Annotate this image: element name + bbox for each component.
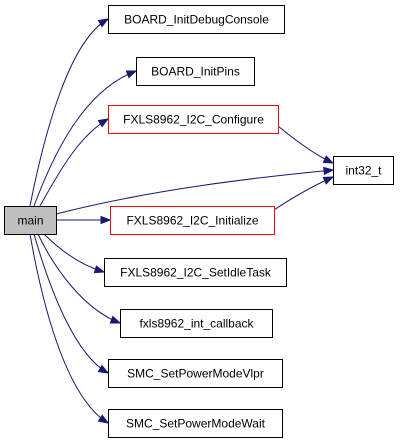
edge-line xyxy=(29,233,109,424)
edge-line xyxy=(33,233,109,374)
node-wait[interactable]: SMC_SetPowerModeWait xyxy=(108,409,283,438)
edges-layer xyxy=(29,18,335,424)
edge-initialize-to-int32 xyxy=(273,176,335,211)
edge-line xyxy=(33,70,137,207)
node-box[interactable] xyxy=(108,359,283,388)
node-box[interactable] xyxy=(108,409,283,438)
edge-main-to-initialize xyxy=(56,215,112,225)
node-configure[interactable]: FXLS8962_I2C_Configure xyxy=(108,105,279,134)
edge-main-to-int32 xyxy=(55,166,335,215)
node-label: BOARD_InitPins xyxy=(151,65,240,79)
edge-main-to-wait xyxy=(29,233,110,424)
node-idletask[interactable]: FXLS8962_I2C_SetIdleTask xyxy=(104,258,287,287)
arrowhead-icon xyxy=(323,166,335,176)
arrowhead-icon xyxy=(322,155,335,164)
arrowhead-icon xyxy=(97,18,110,28)
node-board_console[interactable]: BOARD_InitDebugConsole xyxy=(108,5,285,34)
arrowhead-icon xyxy=(109,315,122,324)
node-box[interactable] xyxy=(108,105,279,134)
node-board_pins[interactable]: BOARD_InitPins xyxy=(136,57,255,86)
edge-line xyxy=(55,169,334,215)
edge-main-to-vlpr xyxy=(33,233,110,374)
edge-main-to-idletask xyxy=(43,233,106,274)
edge-configure-to-int32 xyxy=(277,125,335,164)
arrowhead-icon xyxy=(97,414,110,424)
edge-line xyxy=(39,118,109,207)
node-box[interactable] xyxy=(136,57,255,86)
edge-main-to-configure xyxy=(39,118,110,207)
edge-main-to-board_pins xyxy=(33,70,138,207)
node-label: fxls8962_int_callback xyxy=(139,317,254,331)
edge-main-to-board_console xyxy=(29,18,110,207)
node-label: int32_t xyxy=(345,164,382,178)
edge-main-to-callback xyxy=(37,233,122,324)
arrowhead-icon xyxy=(100,215,112,225)
node-label: SMC_SetPowerModeWait xyxy=(126,417,266,431)
edge-line xyxy=(29,18,109,207)
node-label: BOARD_InitDebugConsole xyxy=(124,13,269,27)
node-box[interactable] xyxy=(104,258,287,287)
node-main[interactable]: main xyxy=(4,206,57,235)
node-int32[interactable]: int32_t xyxy=(333,156,394,185)
edge-line xyxy=(273,176,334,211)
arrowhead-icon xyxy=(97,364,110,374)
node-box[interactable] xyxy=(4,206,57,235)
node-box[interactable] xyxy=(120,309,273,338)
edge-line xyxy=(37,233,121,324)
node-label: FXLS8962_I2C_SetIdleTask xyxy=(120,266,272,280)
node-label: FXLS8962_I2C_Initialize xyxy=(126,214,258,228)
arrowhead-icon xyxy=(93,265,106,274)
node-initialize[interactable]: FXLS8962_I2C_Initialize xyxy=(110,206,275,235)
edge-line xyxy=(277,125,334,164)
node-label: SMC_SetPowerModeVlpr xyxy=(127,367,264,381)
nodes-layer: main BOARD_InitDebugConsoleBOARD_InitPins… xyxy=(4,5,394,438)
arrowhead-icon xyxy=(322,176,335,185)
node-label: main xyxy=(17,214,43,228)
node-callback[interactable]: fxls8962_int_callback xyxy=(120,309,273,338)
edge-line xyxy=(43,233,105,273)
node-vlpr[interactable]: SMC_SetPowerModeVlpr xyxy=(108,359,283,388)
arrowhead-icon xyxy=(125,70,138,79)
node-box[interactable] xyxy=(333,156,394,185)
node-label: FXLS8962_I2C_Configure xyxy=(123,113,264,127)
node-box[interactable] xyxy=(110,206,275,235)
arrowhead-icon xyxy=(97,118,110,128)
node-box[interactable] xyxy=(108,5,285,34)
